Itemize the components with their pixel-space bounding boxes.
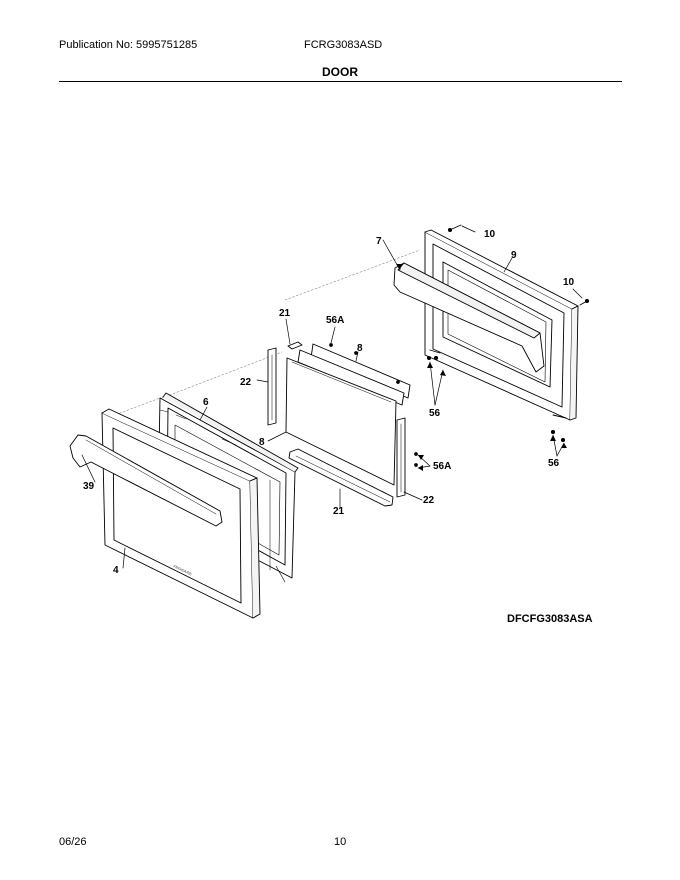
callout-21a: 21 bbox=[279, 308, 291, 319]
callout-56A-a: 56A bbox=[326, 315, 344, 326]
callout-6: 6 bbox=[203, 397, 209, 408]
callout-4: 4 bbox=[113, 565, 119, 576]
alignment-lines bbox=[111, 249, 421, 417]
callout-9: 9 bbox=[511, 250, 517, 261]
clip-56A-b bbox=[354, 351, 358, 355]
callout-10a: 10 bbox=[484, 229, 496, 240]
callout-10b: 10 bbox=[563, 277, 575, 288]
screw-right bbox=[579, 298, 590, 306]
header-rule bbox=[59, 81, 622, 82]
side-spacer-left bbox=[267, 347, 277, 426]
callout-21b: 21 bbox=[333, 506, 345, 517]
callout-8a: 8 bbox=[357, 343, 363, 354]
callout-22b: 22 bbox=[423, 495, 435, 506]
callout-56a: 56 bbox=[429, 408, 441, 419]
top-strip bbox=[287, 341, 303, 350]
clip-56A-c bbox=[396, 380, 400, 384]
diagram-reference-code: DFCFG3083ASA bbox=[507, 613, 593, 625]
callout-56A-b: 56A bbox=[433, 461, 451, 472]
callout-8b: 8 bbox=[259, 437, 265, 448]
callout-7: 7 bbox=[376, 236, 382, 247]
callout-39: 39 bbox=[83, 481, 95, 492]
model-number: FCRG3083ASD bbox=[304, 39, 383, 51]
screw-top bbox=[447, 224, 462, 233]
page-number: 10 bbox=[334, 836, 347, 848]
publication-number: Publication No: 5995751285 bbox=[59, 39, 198, 51]
clip-56-upper-b bbox=[433, 355, 439, 361]
clip-56-upper-a bbox=[426, 355, 432, 361]
section-title: DOOR bbox=[322, 65, 358, 79]
glass-panel-main bbox=[285, 357, 397, 486]
callout-22a: 22 bbox=[240, 377, 252, 388]
clip-56-lower-a bbox=[550, 429, 556, 435]
leader-arrows bbox=[396, 264, 567, 471]
clip-56A-a bbox=[329, 343, 333, 347]
footer-date: 06/26 bbox=[59, 836, 87, 848]
front-handle bbox=[69, 434, 223, 527]
leader-lines bbox=[81, 225, 583, 569]
clip-56A-e bbox=[414, 463, 418, 467]
front-door-panel bbox=[101, 408, 261, 619]
glass-panel-upper bbox=[297, 343, 411, 406]
clip-56-lower-b bbox=[560, 437, 566, 443]
side-spacer-right bbox=[396, 417, 406, 498]
bottom-strip bbox=[288, 448, 394, 507]
clip-56A-d bbox=[414, 452, 418, 456]
callout-56b: 56 bbox=[548, 458, 560, 469]
